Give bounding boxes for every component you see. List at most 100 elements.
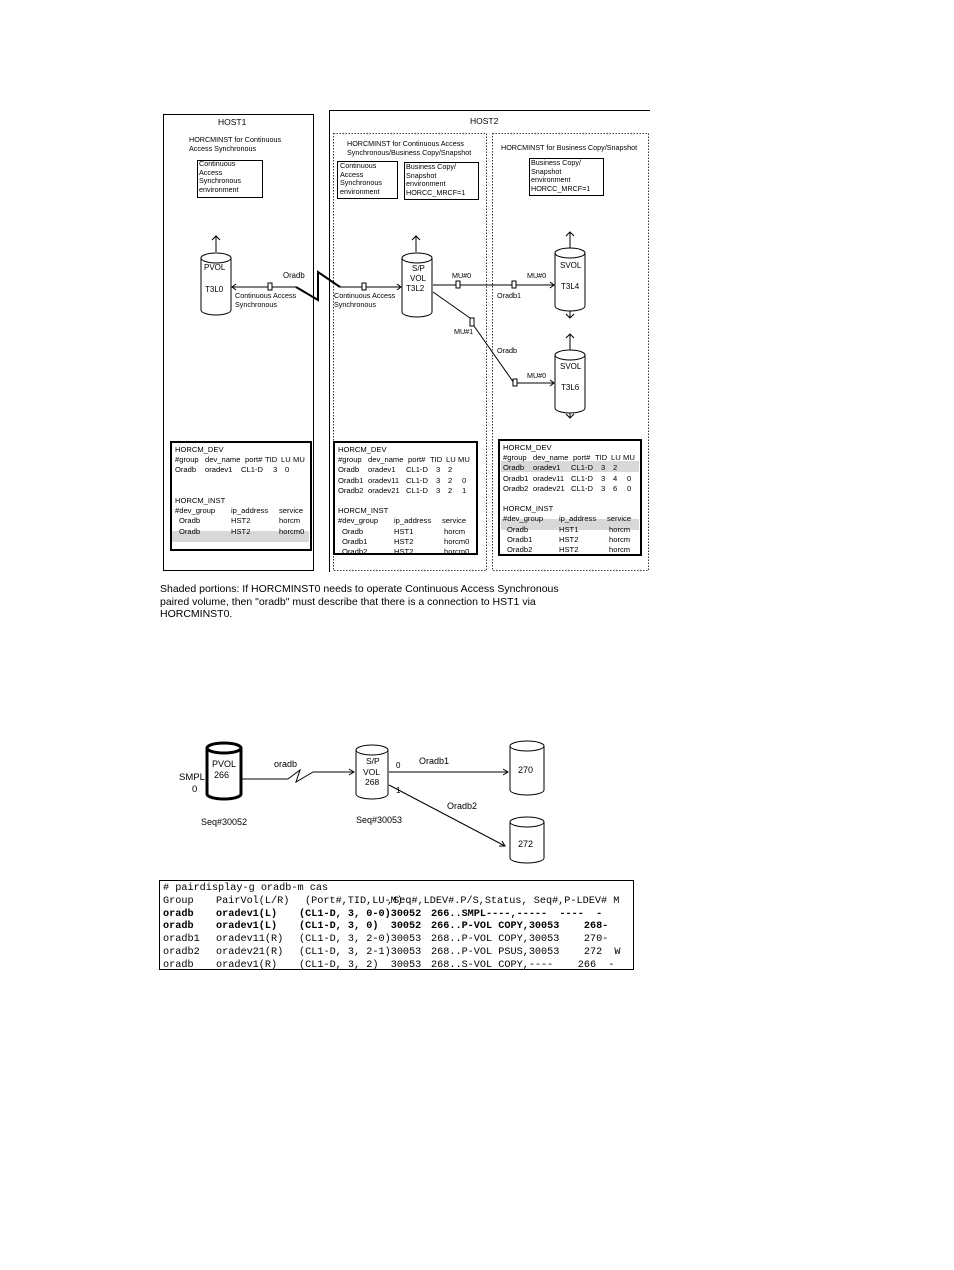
svol-t3l4-cylinder (554, 231, 586, 319)
lower-spvol-label: S/P VOL 268 (363, 756, 381, 787)
oradb-link-label-2: Oradb (497, 346, 517, 355)
spvol-cylinder (401, 235, 433, 318)
host2-inst0-frame (333, 133, 487, 571)
cfg3-dev-title: HORCM_DEV (503, 443, 552, 452)
svol1-label: SVOL (560, 261, 582, 270)
host2-inst1-env-box (529, 158, 604, 196)
lower-oradb1-label: Oradb1 (419, 756, 450, 766)
lower-oradb2-label: Oradb2 (447, 801, 478, 811)
cfg3-inst-shade (501, 519, 639, 530)
mu1-link-t3l6 (432, 291, 555, 387)
spvol-label-1: S/P (412, 264, 425, 273)
host2-bc-env-box (404, 162, 479, 200)
spvol-id: T3L2 (406, 284, 425, 293)
cfg1-shade (172, 531, 309, 542)
mu0-label-b: MU#0 (527, 271, 547, 280)
svol2-id: T3L6 (561, 383, 580, 392)
host1-label: HOST1 (218, 117, 247, 127)
cfg3-inst-title: HORCM_INST (503, 504, 554, 514)
oradb1-link-label: Oradb1 (497, 291, 521, 300)
lower-vol270-cylinder (509, 740, 545, 796)
lower-vol270-label: 270 (518, 765, 534, 775)
oradb-link-label: Oradb (283, 271, 305, 280)
mu0-label-c: MU#0 (527, 371, 547, 380)
lower-oradb2-link (388, 784, 506, 847)
spvol-label-2: VOL (410, 274, 427, 283)
lower-vol272-label: 272 (518, 839, 534, 849)
terminal-row: oradb oradev1(L) (CL1-D, 3, 0-0)30052 26… (163, 908, 603, 920)
shaded-caption: Shaded portions: If HORCMINST0 needs to … (160, 583, 559, 620)
lower-pvol-cylinder (205, 741, 243, 801)
mu0-link-t3l4 (433, 280, 555, 289)
terminal-header: Group PairVol(L/R) (Port#,TID,LU-M) ,Seq… (163, 895, 620, 907)
host2-ca-env-box (337, 161, 398, 199)
lower-oradb1-link (389, 768, 509, 776)
pvol-cylinder (200, 235, 232, 316)
terminal-command: # pairdisplay-g oradb-m cas (163, 883, 329, 894)
lower-oradb-link (241, 768, 355, 784)
pvol-label: PVOL (204, 263, 226, 272)
terminal-row: oradb oradev1(R) (CL1-D, 3, 2) 30053 268… (163, 959, 615, 971)
svol1-id: T3L4 (561, 282, 580, 291)
upper-diagram-lines (163, 110, 650, 572)
svol2-label: SVOL (560, 362, 582, 371)
pvol-id: T3L0 (205, 285, 224, 294)
pairdisplay-output: # pairdisplay-g oradb-m cas Group PairVo… (159, 880, 634, 971)
ca-link (231, 270, 402, 302)
cfg2-dev-title: HORCM_DEV (338, 445, 387, 454)
terminal-row: oradb2 oradev21(R) (CL1-D, 3, 2-1)30053 … (163, 946, 621, 958)
host1-env-box (197, 160, 263, 198)
cfg1-dev-title: HORCM_DEV (175, 445, 224, 454)
lower-seq2: Seq#30053 (356, 815, 403, 825)
cfg2-inst-title: HORCM_INST (338, 506, 389, 516)
host2-inst1-title: HORCMINST for Business Copy/Snapshot (501, 143, 638, 152)
cfg1-inst-title: HORCM_INST (175, 495, 226, 505)
lower-oradb-label: oradb (274, 759, 298, 769)
lower-diagram-lines (205, 740, 545, 864)
terminal-row: oradb1 oradev11(R) (CL1-D, 3, 2-0)30053 … (163, 934, 609, 946)
lower-spvol-cylinder (355, 744, 389, 800)
cfg3-dev-shade (501, 461, 639, 472)
lower-port0: 0 (396, 761, 401, 770)
lower-port1: 1 (396, 786, 401, 795)
mu1-label: MU#1 (454, 327, 474, 336)
host2-label: HOST2 (470, 116, 499, 126)
terminal-row: oradb oradev1(L) (CL1-D, 3, 0) 30052 266… (163, 921, 609, 933)
lower-seq1: Seq#30052 (201, 817, 248, 827)
mu0-label-a: MU#0 (452, 271, 472, 280)
lower-vol272-cylinder (509, 816, 545, 864)
